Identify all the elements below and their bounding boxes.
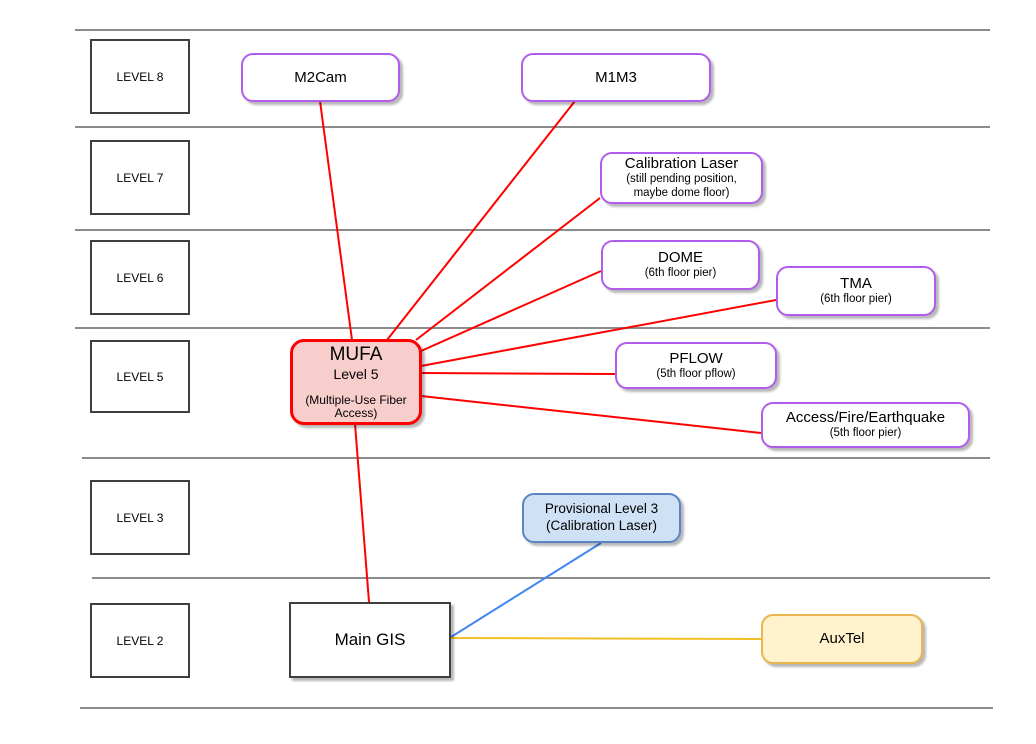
node-pflow-title: PFLOW <box>669 349 723 367</box>
level-8-box: LEVEL 8 <box>90 39 190 114</box>
edge-mufa-dome <box>420 270 602 352</box>
node-dome: DOME (6th floor pier) <box>601 240 760 290</box>
node-calibration-laser-title: Calibration Laser <box>624 155 739 173</box>
edge-mufa-calibration_laser <box>415 197 601 341</box>
node-main-gis-title: Main GIS <box>334 630 406 649</box>
level-dividers <box>75 29 993 709</box>
connector-lines <box>319 100 777 640</box>
node-auxtel: AuxTel <box>761 614 923 664</box>
node-access-fire-earthquake-subtitle: (5th floor pier) <box>829 427 902 440</box>
node-m1m3: M1M3 <box>521 53 711 102</box>
level-7-box: LEVEL 7 <box>90 140 190 215</box>
node-mufa: MUFA Level 5 (Multiple-Use Fiber Access) <box>290 339 422 425</box>
node-auxtel-title: AuxTel <box>819 630 865 647</box>
level-2-label: LEVEL 2 <box>116 633 164 648</box>
edge-mufa-access_fire_earthquake <box>420 395 762 434</box>
node-calibration-laser: Calibration Laser (still pending positio… <box>600 152 763 204</box>
level-2-box: LEVEL 2 <box>90 603 190 678</box>
node-provisional-level3: Provisional Level 3 (Calibration Laser) <box>522 493 681 543</box>
node-provisional-level3-subtitle: (Calibration Laser) <box>545 518 658 533</box>
level-7-label: LEVEL 7 <box>116 170 164 185</box>
edge-mufa-main_gis <box>354 423 370 603</box>
edge-mufa-m1m3 <box>386 100 576 341</box>
node-calibration-laser-subtitle: (still pending position, maybe dome floo… <box>626 173 737 199</box>
level-3-label: LEVEL 3 <box>116 510 164 525</box>
node-pflow-subtitle: (5th floor pflow) <box>656 367 736 380</box>
edge-mufa-pflow <box>420 372 616 375</box>
edge-main_gis-auxtel <box>450 637 762 640</box>
node-mufa-subtitle: Level 5 <box>333 365 379 382</box>
node-tma-title: TMA <box>840 275 872 293</box>
level-5-box: LEVEL 5 <box>90 340 190 413</box>
node-m2cam: M2Cam <box>241 53 400 102</box>
node-tma-subtitle: (6th floor pier) <box>820 293 892 306</box>
level-8-label: LEVEL 8 <box>116 69 164 84</box>
edge-mufa-tma <box>420 299 777 367</box>
level-6-label: LEVEL 6 <box>116 270 164 285</box>
node-m1m3-title: M1M3 <box>595 68 637 86</box>
node-pflow: PFLOW (5th floor pflow) <box>615 342 777 389</box>
node-dome-subtitle: (6th floor pier) <box>644 267 717 280</box>
node-mufa-title: MUFA <box>329 343 383 365</box>
node-mufa-note: (Multiple-Use Fiber Access) <box>305 392 407 420</box>
level-3-box: LEVEL 3 <box>90 480 190 555</box>
node-tma: TMA (6th floor pier) <box>776 266 936 316</box>
node-provisional-level3-title: Provisional Level 3 <box>544 501 659 517</box>
level-5-label: LEVEL 5 <box>116 369 164 384</box>
edge-mufa-m2cam <box>319 100 353 341</box>
node-m2cam-title: M2Cam <box>294 68 347 86</box>
edge-main_gis-provisional_level3 <box>450 542 602 638</box>
node-access-fire-earthquake: Access/Fire/Earthquake (5th floor pier) <box>761 402 970 448</box>
node-access-fire-earthquake-title: Access/Fire/Earthquake <box>785 409 946 427</box>
node-main-gis: Main GIS <box>289 602 451 678</box>
node-dome-title: DOME <box>658 249 703 267</box>
level-6-box: LEVEL 6 <box>90 240 190 315</box>
